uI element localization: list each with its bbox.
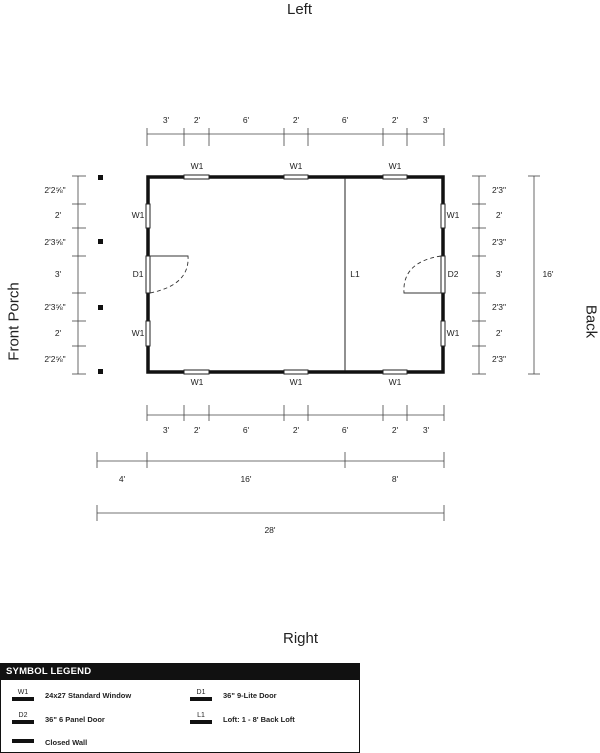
bottom-dim: 2'	[392, 425, 399, 435]
window-top-2	[283, 174, 309, 180]
porch-post-3	[98, 305, 103, 310]
top-dim: 6'	[342, 115, 349, 125]
window-label: W1	[447, 328, 460, 338]
top-dim: 6'	[243, 115, 250, 125]
section-dim: 16'	[240, 474, 251, 484]
window-bottom-3	[382, 369, 408, 375]
left-dim: 2'3⅝"	[44, 302, 65, 312]
section-dim: 4'	[119, 474, 126, 484]
window-label: W1	[191, 161, 204, 171]
window-left-1	[145, 203, 151, 229]
legend-door2-symbol: D2	[11, 711, 35, 724]
window-label: W1	[132, 210, 145, 220]
window-label: W1	[132, 328, 145, 338]
side-label-left: Left	[287, 1, 313, 18]
left-dim: 3'	[55, 269, 62, 279]
window-bottom-1	[183, 369, 210, 375]
window-left-2	[145, 320, 151, 347]
legend-window-symbol: W1	[11, 688, 35, 701]
left-dim: 2'2⅝"	[44, 354, 65, 364]
legend-door2-text: 36" 6 Panel Door	[45, 715, 105, 724]
window-bottom-2	[283, 369, 309, 375]
top-dim: 2'	[194, 115, 201, 125]
section-dim: 8'	[392, 474, 399, 484]
right-dim: 2'3"	[492, 185, 506, 195]
top-dim: 3'	[163, 115, 170, 125]
left-dim: 2'3⅝"	[44, 237, 65, 247]
window-label: W1	[389, 161, 402, 171]
door-back	[440, 255, 446, 294]
right-dim: 2'	[496, 328, 503, 338]
building-wall	[146, 175, 445, 374]
top-dim: 3'	[423, 115, 430, 125]
top-dim: 2'	[293, 115, 300, 125]
left-dim: 2'2⅝"	[44, 185, 65, 195]
bottom-dim: 3'	[163, 425, 170, 435]
door-back-swing	[403, 255, 442, 294]
legend-wall-symbol	[11, 739, 35, 743]
right-dim: 2'	[496, 210, 503, 220]
floor-plan: 3' 2' 6' 2' 6' 2' 3' 3' 2' 6' 2' 6' 2' 3…	[44, 115, 554, 535]
window-label: W1	[191, 377, 204, 387]
right-dim: 2'3"	[492, 302, 506, 312]
legend-door1-symbol: D1	[189, 688, 213, 701]
porch-post-2	[98, 239, 103, 244]
door-front-swing	[149, 255, 189, 294]
loft-label: L1	[350, 269, 360, 279]
bottom-dim: 2'	[293, 425, 300, 435]
legend-wall-text: Closed Wall	[45, 738, 88, 747]
door-label: D2	[448, 269, 459, 279]
side-label-right: Right	[283, 630, 319, 647]
window-top-1	[183, 174, 210, 180]
legend-door1-text: 36" 9-Lite Door	[223, 691, 277, 700]
window-top-3	[382, 174, 408, 180]
window-label: W1	[290, 161, 303, 171]
legend-loft-symbol: L1	[189, 711, 213, 724]
window-right-1	[440, 203, 446, 229]
window-label: W1	[389, 377, 402, 387]
legend-loft-text: Loft: 1 - 8' Back Loft	[223, 715, 295, 724]
left-dim: 2'	[55, 210, 62, 220]
bottom-dim: 2'	[194, 425, 201, 435]
right-dim: 2'3"	[492, 237, 506, 247]
window-label: W1	[447, 210, 460, 220]
top-dim: 2'	[392, 115, 399, 125]
legend-title: SYMBOL LEGEND	[1, 664, 359, 680]
door-front	[145, 255, 151, 294]
porch-post-4	[98, 369, 103, 374]
overall-dim: 28'	[264, 525, 275, 535]
right-dim: 2'3"	[492, 354, 506, 364]
right-total-dim: 16'	[542, 269, 553, 279]
legend-window-text: 24x27 Standard Window	[45, 691, 132, 700]
bottom-dim: 3'	[423, 425, 430, 435]
right-dim: 3'	[496, 269, 503, 279]
bottom-dim: 6'	[342, 425, 349, 435]
porch-post-1	[98, 175, 103, 180]
window-label: W1	[290, 377, 303, 387]
window-right-2	[440, 320, 446, 347]
left-dim: 2'	[55, 328, 62, 338]
symbol-legend: SYMBOL LEGEND W1 24x27 Standard Window D…	[0, 663, 360, 753]
bottom-dim: 6'	[243, 425, 250, 435]
door-label: D1	[133, 269, 144, 279]
